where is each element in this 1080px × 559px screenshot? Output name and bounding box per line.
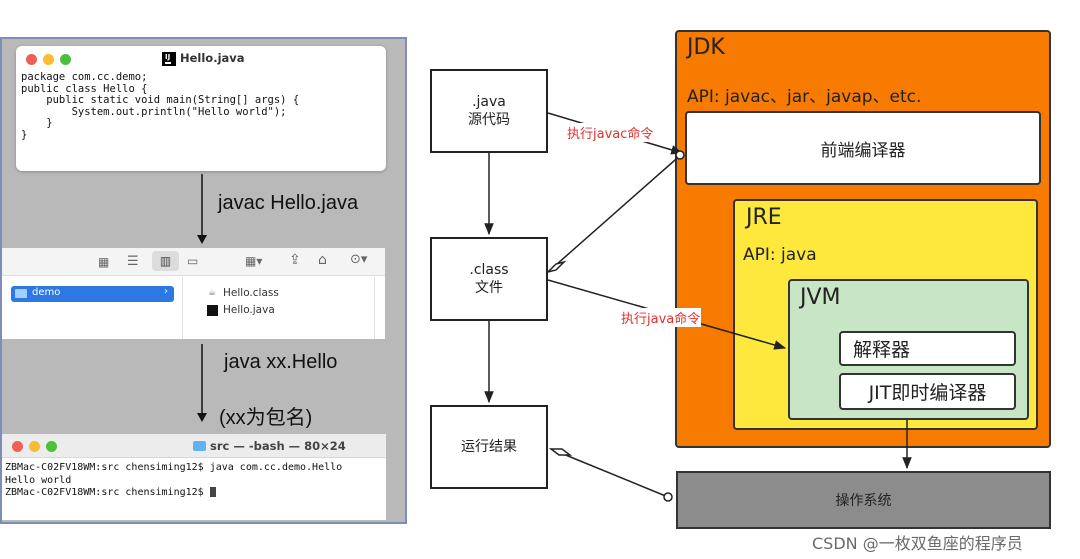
code-line: } xyxy=(21,128,28,141)
tag-icon[interactable]: ⌂ xyxy=(318,252,327,268)
class-file-icon: ☕ xyxy=(208,288,217,298)
editor-title: Hello.java xyxy=(180,51,245,65)
terminal-line: Hello world xyxy=(5,474,72,486)
close-window-button[interactable] xyxy=(12,441,23,452)
zoom-window-button[interactable] xyxy=(46,441,57,452)
sidebar-item-demo[interactable]: demo › xyxy=(11,286,174,302)
minimize-window-button[interactable] xyxy=(29,441,40,452)
code-line: System.out.println("Hello world"); xyxy=(21,105,287,118)
terminal-cursor xyxy=(209,487,216,497)
run-step-arrow xyxy=(197,344,207,422)
finder-window: ▦ ☰ ▥ ▭ ▦▾ ⇪ ⌂ ⊙▾ demo › ☕ Hello.class H… xyxy=(2,248,385,339)
gallery-view-icon[interactable]: ▭ xyxy=(187,254,199,268)
terminal-window: src — -bash — 80×24 ZBMac-C02FV18WM:src … xyxy=(2,434,386,520)
code-line: public static void main(String[] args) { xyxy=(21,94,300,107)
list-item[interactable]: Hello.class xyxy=(223,287,279,299)
jit-compiler-box: JIT即时编译器 xyxy=(839,373,1016,410)
intellij-file-icon: IJ xyxy=(162,52,176,66)
watermark: CSDN @一枚双鱼座的程序员 xyxy=(812,534,1023,553)
source-file-box: .java 源代码 xyxy=(430,69,548,153)
terminal-prompt: ZBMac-C02FV18WM:src chensiming12$ xyxy=(5,487,210,498)
code-area[interactable]: package com.cc.demo; public class Hello … xyxy=(21,71,381,142)
result-to-os-link xyxy=(550,448,669,498)
compiler-link-endpoint xyxy=(675,150,685,160)
run-step-label: java xx.Hello xyxy=(224,351,338,373)
compile-step-arrow xyxy=(197,174,207,244)
editor-window: IJ Hello.java package com.cc.demo; publi… xyxy=(16,46,386,171)
run-step-note: (xx为包名) xyxy=(219,407,313,429)
code-line: public class Hello { xyxy=(21,82,148,95)
list-item[interactable]: Hello.java xyxy=(223,304,275,316)
jre-title: JRE xyxy=(746,205,782,230)
result-diamond-marker xyxy=(548,448,573,456)
frontend-compiler-box: 前端编译器 xyxy=(685,111,1041,185)
terminal-line: ZBMac-C02FV18WM:src chensiming12$ xyxy=(5,487,385,500)
finder-toolbar xyxy=(2,248,385,276)
os-box: 操作系统 xyxy=(676,471,1051,529)
class-box-line1: .class xyxy=(469,262,509,278)
code-line: } xyxy=(21,117,53,130)
class-file-box: .class 文件 xyxy=(430,237,548,321)
folder-icon xyxy=(193,441,206,451)
interpreter-label: 解释器 xyxy=(853,339,911,361)
jvm-title: JVM xyxy=(800,285,841,310)
minimize-window-button[interactable] xyxy=(43,54,54,65)
jdk-api-label: API: javac、jar、javap、etc. xyxy=(687,87,922,107)
chevron-right-icon: › xyxy=(164,286,168,297)
compile-step-label: javac Hello.java xyxy=(218,192,359,214)
jit-compiler-label: JIT即时编译器 xyxy=(868,382,987,404)
source-box-line2: 源代码 xyxy=(468,112,510,128)
result-box: 运行结果 xyxy=(430,405,548,489)
frontend-compiler-label: 前端编译器 xyxy=(820,140,906,161)
folder-icon xyxy=(15,289,27,298)
result-label: 运行结果 xyxy=(461,439,517,455)
java-edge-label: 执行java命令 xyxy=(620,308,702,327)
javac-edge-label: 执行javac命令 xyxy=(566,123,655,142)
zoom-window-button[interactable] xyxy=(60,54,71,65)
terminal-line: ZBMac-C02FV18WM:src chensiming12$ java c… xyxy=(5,462,343,473)
terminal-title: src — -bash — 80×24 xyxy=(210,439,346,453)
column-divider xyxy=(374,277,375,339)
jdk-title: JDK xyxy=(687,35,725,60)
close-window-button[interactable] xyxy=(26,54,37,65)
java-file-icon xyxy=(207,305,218,316)
class-to-compiler-link xyxy=(547,152,684,273)
os-link-endpoint xyxy=(663,492,673,502)
terminal-output[interactable]: ZBMac-C02FV18WM:src chensiming12$ java c… xyxy=(5,462,385,500)
class-box-line2: 文件 xyxy=(475,280,503,296)
code-line: package com.cc.demo; xyxy=(21,71,148,83)
source-box-line1: .java xyxy=(472,94,506,110)
class-diamond-marker xyxy=(545,260,567,274)
jre-api-label: API: java xyxy=(743,245,817,265)
os-label: 操作系统 xyxy=(835,493,892,509)
folder-label: demo xyxy=(32,287,61,298)
column-view-icon[interactable]: ▥ xyxy=(152,251,179,271)
group-icon[interactable]: ▦▾ xyxy=(245,254,263,268)
share-icon[interactable]: ⇪ xyxy=(289,252,301,268)
interpreter-box: 解释器 xyxy=(839,331,1016,366)
icon-view-icon[interactable]: ▦ xyxy=(98,255,110,269)
more-actions-icon[interactable]: ⊙▾ xyxy=(350,252,368,267)
column-divider xyxy=(182,277,183,339)
list-view-icon[interactable]: ☰ xyxy=(127,254,139,269)
